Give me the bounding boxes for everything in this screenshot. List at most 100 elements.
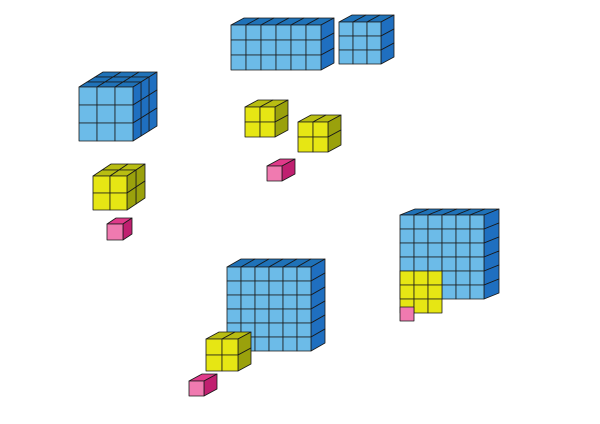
big-slab-6x6-front-face: [455, 270, 471, 286]
big-slab-6x6-front-face: [399, 256, 415, 272]
square-2x2-a-group: [244, 99, 289, 138]
cube-2x2x2-small-front-face: [109, 192, 128, 211]
cube-2x2x2-small-front-face: [92, 175, 111, 194]
slab-3x3-front-face: [352, 49, 368, 65]
big-slab-6x6-front-face: [441, 256, 457, 272]
slab-3x3-front-face: [366, 35, 382, 51]
big-slab-6x6-front-face: [427, 214, 443, 230]
big-slab-6x6-front-face: [469, 256, 485, 272]
big-slab-6x6-front-face: [469, 284, 485, 300]
slab-6x6-front-face: [282, 266, 298, 282]
slab-6x6-front-face: [268, 266, 284, 282]
cube-3x3x3-front-face: [114, 104, 134, 124]
big-slab-6x6-front-face: [441, 270, 457, 286]
slab-6x6-front-face: [240, 266, 256, 282]
square-2x2-c-front-face: [205, 354, 223, 372]
big-slab-6x6-front-face: [413, 228, 429, 244]
slab-6x3-front-face: [290, 54, 307, 71]
big-slab-6x6-front-face: [469, 242, 485, 258]
slab-6x6-front-face: [296, 322, 312, 338]
big-slab-6x6-front-face: [441, 284, 457, 300]
cube-3x3x3-front-face: [78, 86, 98, 106]
big-yellow-3x3-face: [399, 284, 415, 300]
slab-6x3-front-face: [260, 54, 277, 71]
slab-6x3-front-face: [275, 39, 292, 56]
slab-6x6-front-face: [254, 308, 270, 324]
big-pink-1-group: [399, 306, 415, 322]
slab-6x3-front-face: [260, 39, 277, 56]
square-2x2-c-front-face: [221, 354, 239, 372]
big-slab-6x6-front-face: [399, 228, 415, 244]
slab-6x6-front-face: [240, 294, 256, 310]
unit-cube-1-front-face: [106, 223, 124, 241]
slab-6x6-front-face: [254, 294, 270, 310]
slab-6x6-front-face: [254, 266, 270, 282]
slab-6x6-front-face: [268, 336, 284, 352]
big-slab-6x6-front-face: [469, 270, 485, 286]
slab-6x3-front-face: [305, 54, 322, 71]
unit-cube-2-group: [266, 158, 296, 182]
slab-6x6-front-face: [282, 336, 298, 352]
slab-6x3-front-face: [275, 54, 292, 71]
unit-cube-3-group: [188, 373, 218, 397]
slab-6x6-front-face: [240, 308, 256, 324]
slab-6x6-front-face: [268, 322, 284, 338]
cube-3x3x3-front-face: [96, 86, 116, 106]
big-slab-6x6-front-face: [399, 242, 415, 258]
square-2x2-b-front-face: [297, 136, 314, 153]
slab-6x6-front-face: [296, 308, 312, 324]
slab-6x3-front-face: [290, 39, 307, 56]
slab-6x3-front-face: [290, 24, 307, 41]
big-slab-6x6-front-face: [413, 214, 429, 230]
slab-6x6-front-face: [254, 336, 270, 352]
big-slab-6x6-group: [399, 208, 500, 300]
slab-6x3-front-face: [245, 24, 262, 41]
big-slab-6x6-front-face: [469, 228, 485, 244]
big-slab-6x6-front-face: [455, 214, 471, 230]
unit-cube-3-front-face: [188, 380, 205, 397]
big-pink-1-face: [399, 306, 415, 322]
slab-6x6-front-face: [268, 280, 284, 296]
slab-6x6-front-face: [226, 294, 242, 310]
cube-3x3x3-front-face: [96, 104, 116, 124]
square-2x2-b-group: [297, 114, 342, 153]
cube-2x2x2-small-group: [92, 163, 146, 211]
slab-3x3-front-face: [338, 21, 354, 37]
slab-3x3-front-face: [338, 35, 354, 51]
slab-6x6-front-face: [296, 294, 312, 310]
big-slab-6x6-front-face: [441, 228, 457, 244]
slab-3x3-front-face: [366, 21, 382, 37]
slab-3x3-front-face: [338, 49, 354, 65]
cube-2x2x2-small-front-face: [92, 192, 111, 211]
slab-6x3-front-face: [230, 54, 247, 71]
square-2x2-b-front-face: [312, 121, 329, 138]
unit-cube-1-group: [106, 217, 133, 241]
slab-3x3-front-face: [366, 49, 382, 65]
big-yellow-3x3-face: [413, 284, 429, 300]
cube-3x3x3-front-face: [114, 122, 134, 142]
slab-6x3-front-face: [275, 24, 292, 41]
big-slab-6x6-front-face: [413, 256, 429, 272]
big-slab-6x6-front-face: [399, 214, 415, 230]
slab-6x3-group: [230, 17, 335, 71]
big-slab-6x6-front-face: [455, 256, 471, 272]
slab-6x6-front-face: [240, 280, 256, 296]
square-2x2-a-front-face: [259, 106, 276, 123]
square-2x2-a-front-face: [244, 106, 261, 123]
square-2x2-c-front-face: [221, 338, 239, 356]
big-yellow-3x3-face: [427, 270, 443, 286]
slab-6x3-front-face: [245, 54, 262, 71]
unit-cube-2-front-face: [266, 165, 283, 182]
big-yellow-3x3-face: [413, 270, 429, 286]
big-slab-6x6-front-face: [427, 256, 443, 272]
slab-3x3-front-face: [352, 35, 368, 51]
slab-6x6-front-face: [254, 322, 270, 338]
slab-6x6-front-face: [282, 308, 298, 324]
slab-6x6-front-face: [296, 280, 312, 296]
slab-6x6-front-face: [282, 280, 298, 296]
square-2x2-c-group: [205, 331, 252, 372]
big-yellow-3x3-face: [427, 298, 443, 314]
big-yellow-3x3-face: [413, 298, 429, 314]
big-yellow-3x3-face: [399, 270, 415, 286]
